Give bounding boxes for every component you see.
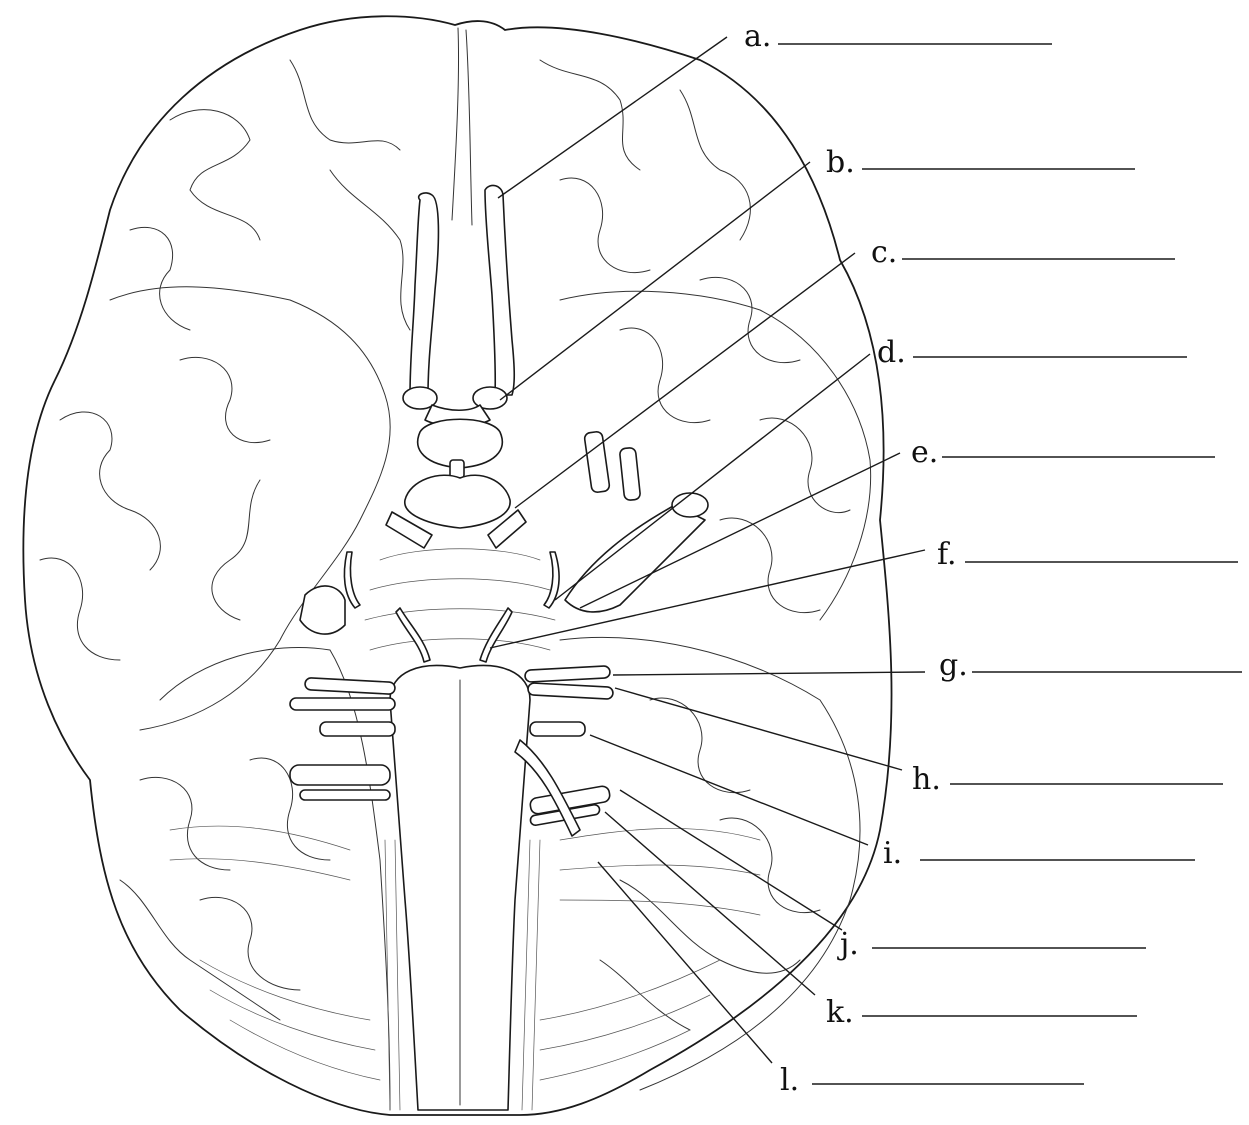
brain-illustration bbox=[23, 16, 891, 1115]
label-e: e. bbox=[911, 435, 938, 470]
label-h: h. bbox=[912, 762, 941, 797]
trigeminal-nerve-left bbox=[300, 586, 345, 634]
label-k: k. bbox=[826, 995, 854, 1030]
label-b: b. bbox=[826, 145, 855, 180]
label-f: f. bbox=[937, 537, 957, 572]
label-c: c. bbox=[871, 235, 897, 270]
label-j: j. bbox=[837, 927, 859, 962]
label-l: l. bbox=[780, 1063, 799, 1098]
label-g: g. bbox=[939, 648, 968, 683]
label-i: i. bbox=[883, 836, 902, 871]
label-a: a. bbox=[744, 19, 771, 54]
label-d: d. bbox=[877, 335, 906, 370]
